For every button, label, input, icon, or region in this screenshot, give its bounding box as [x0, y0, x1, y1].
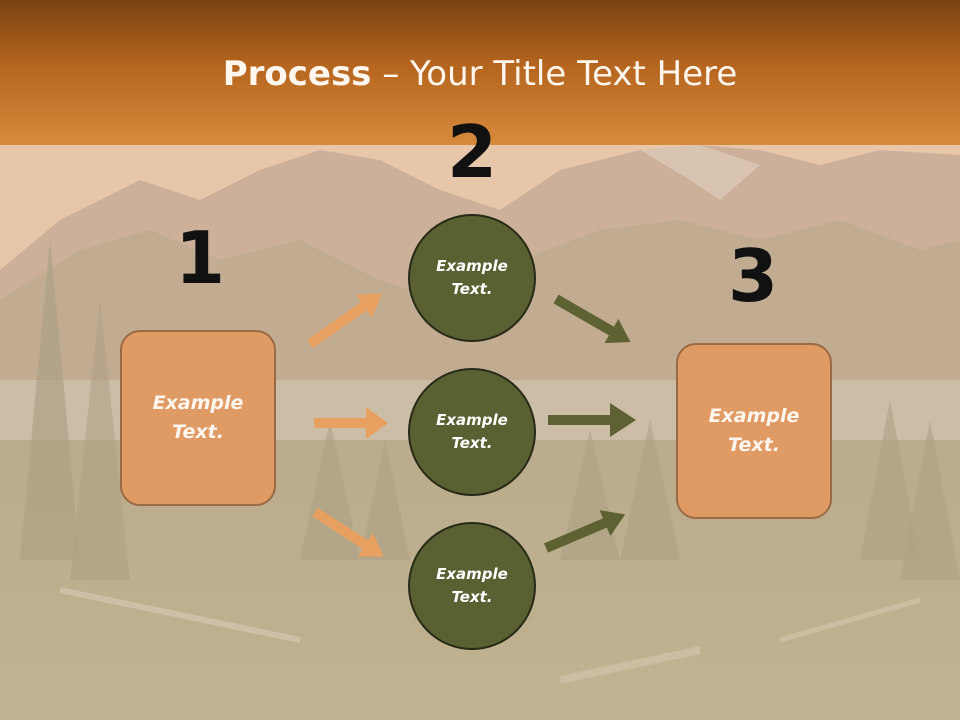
- right-box-text: Example Text.: [708, 405, 800, 456]
- circle-bottom[interactable]: Example Text.: [408, 522, 536, 650]
- circle-top-text: Example Text.: [436, 257, 508, 298]
- circle-middle[interactable]: Example Text.: [408, 368, 536, 496]
- right-process-box[interactable]: Example Text.: [676, 343, 832, 519]
- left-box-text: Example Text.: [152, 392, 244, 443]
- page-title: Process – Your Title Text Here: [0, 52, 960, 96]
- circle-middle-text: Example Text.: [436, 411, 508, 452]
- title-bold: Process: [222, 54, 372, 94]
- circle-top[interactable]: Example Text.: [408, 214, 536, 342]
- step-number-3: 3: [727, 234, 779, 318]
- circle-bottom-text: Example Text.: [436, 565, 508, 606]
- step-number-2: 2: [446, 110, 498, 194]
- title-rest: – Your Title Text Here: [371, 54, 738, 94]
- step-number-1: 1: [174, 216, 226, 300]
- left-process-box[interactable]: Example Text.: [120, 330, 276, 506]
- title-banner: [0, 0, 960, 145]
